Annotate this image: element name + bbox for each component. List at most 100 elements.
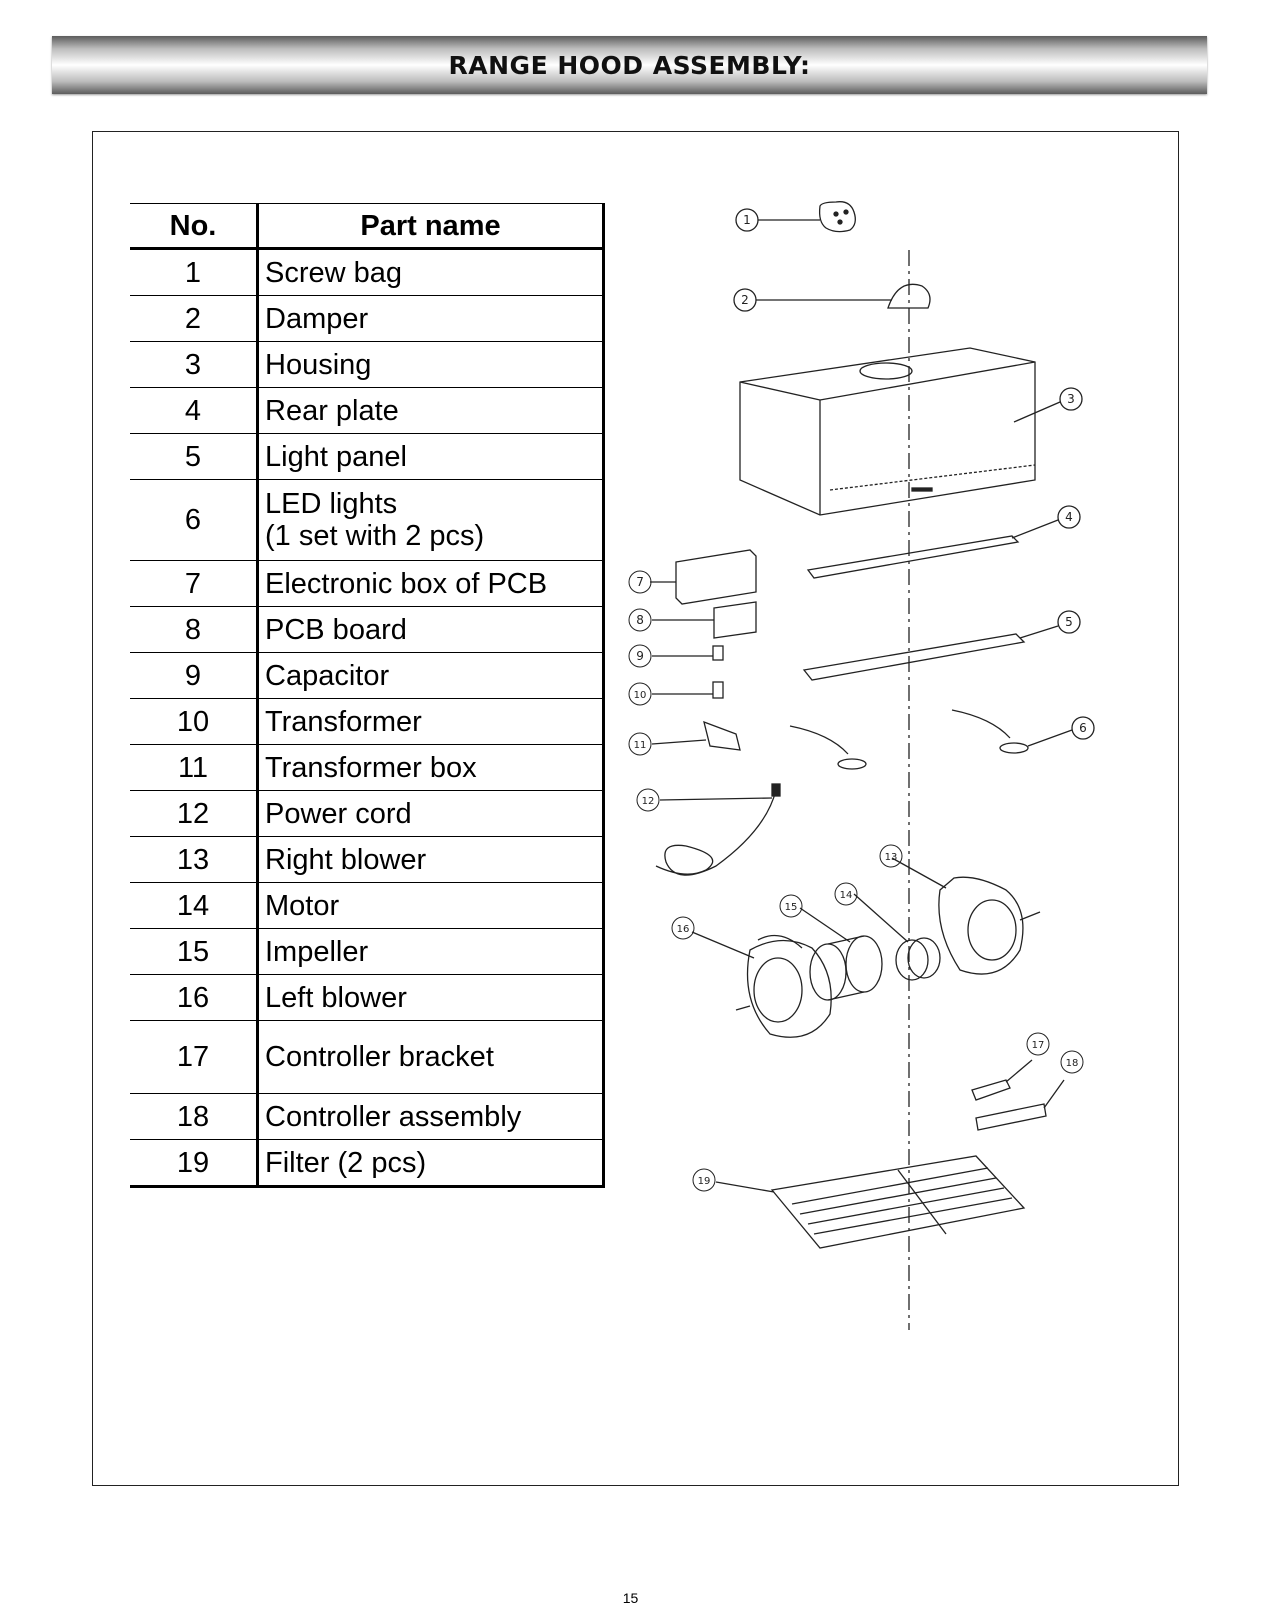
pcb-board-part: [713, 601, 757, 639]
part-name: Motor: [257, 882, 604, 929]
callout-19: 19: [692, 1168, 716, 1192]
table-header-row: No. Part name: [130, 203, 604, 250]
svg-text:10: 10: [634, 690, 647, 701]
svg-text:7: 7: [636, 575, 644, 589]
part-name: Transformer: [257, 698, 604, 745]
part-name: Transformer box: [257, 744, 604, 791]
callout-11: 11: [628, 732, 652, 756]
part-name-line: (1 set with 2 pcs): [265, 520, 485, 552]
callout-10: 10: [628, 682, 652, 706]
part-name: Impeller: [257, 928, 604, 975]
svg-text:2: 2: [741, 293, 749, 307]
svg-text:4: 4: [1065, 510, 1073, 524]
svg-text:12: 12: [642, 796, 655, 807]
callout-13: 13: [879, 844, 903, 868]
svg-text:1: 1: [743, 213, 751, 227]
transformer-part: [712, 681, 724, 699]
callout-4: 4: [1065, 510, 1073, 524]
housing-part: [739, 347, 1036, 516]
svg-text:18: 18: [1066, 1058, 1079, 1069]
column-header-part-name: Part name: [257, 203, 604, 250]
callout-14: 14: [834, 882, 858, 906]
content-frame: [92, 131, 1179, 1486]
svg-text:8: 8: [636, 613, 644, 627]
part-name: Electronic box of PCB: [257, 560, 604, 607]
part-number: 19: [130, 1139, 259, 1188]
led-lights-part: [789, 709, 1029, 770]
transformer-box-part: [703, 720, 741, 751]
part-name: Housing: [257, 341, 604, 388]
light-panel-part: [802, 633, 1026, 681]
page-title: RANGE HOOD ASSEMBLY:: [448, 50, 811, 80]
screw-bag-part: [818, 201, 856, 233]
part-name: Damper: [257, 295, 604, 342]
part-number: 16: [130, 974, 259, 1021]
impeller-part: [809, 935, 883, 1001]
svg-text:11: 11: [634, 740, 647, 751]
callout-15: 15: [779, 894, 803, 918]
callout-16: 16: [671, 916, 695, 940]
exploded-assembly-diagram: 1 2 3 4 5 6 7 8 9 10 11 12 13 14 15 16 1…: [628, 201, 1095, 1330]
svg-text:15: 15: [785, 902, 798, 913]
callout-9: 9: [628, 644, 652, 668]
callout-1: 1: [743, 213, 751, 227]
part-number: 13: [130, 836, 259, 883]
right-blower-part: [938, 876, 1041, 975]
part-name: LED lights(1 set with 2 pcs): [257, 479, 604, 561]
callout-18: 18: [1060, 1050, 1084, 1074]
header-banner: RANGE HOOD ASSEMBLY:: [52, 36, 1207, 94]
motor-part: [895, 937, 941, 981]
part-name: Right blower: [257, 836, 604, 883]
part-number: 2: [130, 295, 259, 342]
callout-6: 6: [1079, 721, 1087, 735]
column-header-no: No.: [130, 203, 259, 250]
callout-17: 17: [1026, 1032, 1050, 1056]
svg-text:6: 6: [1079, 721, 1087, 735]
part-number: 8: [130, 606, 259, 653]
electronic-box-part: [675, 549, 757, 605]
capacitor-part: [712, 645, 724, 661]
power-cord-part: [655, 789, 777, 876]
controller-assembly-part: [975, 1103, 1047, 1131]
part-name: Capacitor: [257, 652, 604, 699]
svg-text:14: 14: [840, 890, 853, 901]
callout-circle: [735, 208, 759, 232]
svg-text:17: 17: [1032, 1040, 1045, 1051]
callout-5: 5: [1065, 615, 1073, 629]
callout-3: 3: [1067, 392, 1075, 406]
part-name: Rear plate: [257, 387, 604, 434]
part-number: 6: [130, 479, 259, 561]
part-name: Controller assembly: [257, 1093, 604, 1140]
page-number: 15: [622, 1590, 639, 1606]
part-number: 12: [130, 790, 259, 837]
damper-part: [887, 283, 931, 309]
part-number: 14: [130, 882, 259, 929]
part-number: 9: [130, 652, 259, 699]
part-number: 4: [130, 387, 259, 434]
part-name: PCB board: [257, 606, 604, 653]
part-number: 3: [130, 341, 259, 388]
callout-12: 12: [636, 788, 660, 812]
part-number: 1: [130, 248, 259, 296]
part-number: 10: [130, 698, 259, 745]
part-number: 5: [130, 433, 259, 480]
